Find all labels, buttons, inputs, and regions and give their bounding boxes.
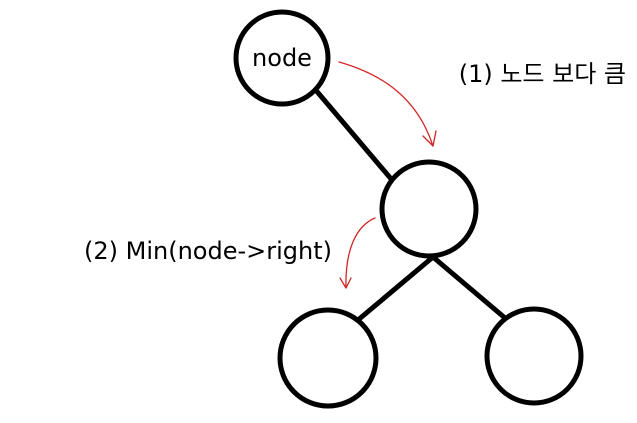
edge-right-child-to-right-grandchild (430, 254, 508, 321)
node-left-grandchild (277, 307, 379, 409)
arrow-step1-curve (338, 61, 434, 147)
node-right-child-circle (379, 159, 479, 259)
arrow-step1 (338, 61, 437, 147)
node-root-label: node (252, 44, 312, 72)
arrow-step1-head (422, 130, 437, 147)
arrow-step2-head (339, 277, 352, 289)
edge-root-to-right-child (311, 85, 395, 183)
annotation-step2: (2) Min(node->right) (84, 237, 332, 265)
arrow-step2 (339, 217, 376, 289)
arrow-step2-curve (345, 217, 376, 289)
node-root: node (233, 9, 331, 107)
node-right-grandchild (484, 306, 584, 406)
node-left-grandchild-circle (277, 307, 379, 409)
node-right-child (379, 159, 479, 259)
annotation-step1: (1) 노드 보다 큼 (459, 60, 626, 88)
node-right-grandchild-circle (484, 306, 584, 406)
node-root-circle (233, 9, 331, 107)
edge-right-child-to-left-grandchild (355, 254, 436, 323)
